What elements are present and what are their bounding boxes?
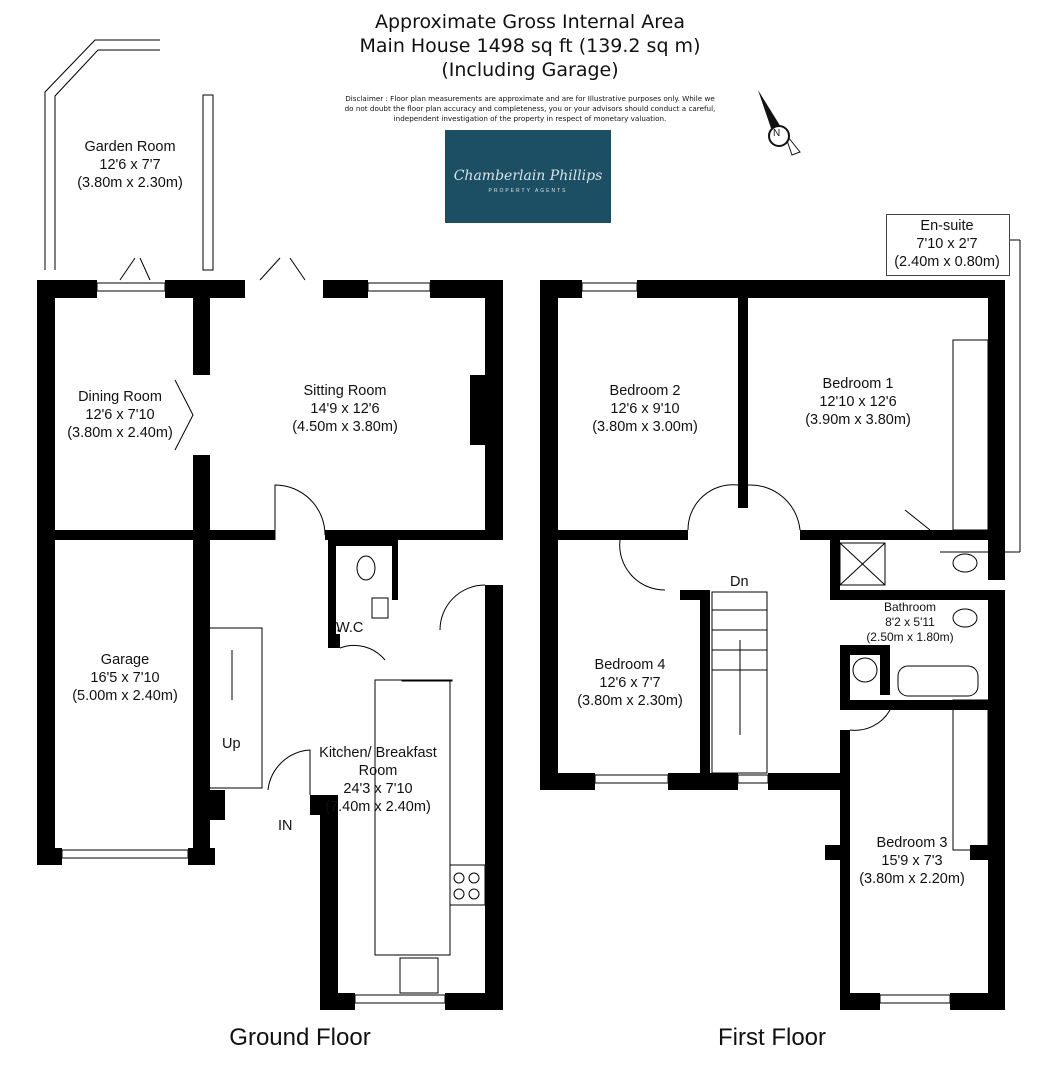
area-title: Approximate Gross Internal Area [375, 11, 685, 33]
logo-name: Chamberlain Phillips [453, 168, 603, 184]
ground-floor-title: Ground Floor [229, 1024, 371, 1051]
room-metric: (3.80m x 2.40m) [67, 425, 173, 441]
room-sitting-room: Sitting Room 14'9 x 12'6 (4.50m x 3.80m) [292, 382, 398, 436]
room-imperial: 12'6 x 9'10 [610, 401, 680, 417]
room-name: Sitting Room [303, 383, 387, 399]
agent-logo: Chamberlain Phillips PROPERTY AGENTS [445, 130, 611, 223]
room-name: Kitchen/ Breakfast Room [319, 745, 437, 779]
entrance-label: IN [278, 818, 293, 834]
room-en-suite: En-suite 7'10 x 2'7 (2.40m x 0.80m) [894, 217, 1000, 271]
room-dining-room: Dining Room 12'6 x 7'10 (3.80m x 2.40m) [67, 388, 173, 442]
logo-tagline: PROPERTY AGENTS [488, 188, 568, 194]
compass-label: N [773, 128, 781, 139]
room-metric: (3.80m x 2.30m) [577, 693, 683, 709]
ground-floor-walls [37, 280, 503, 1010]
room-name: Garage [100, 652, 150, 668]
room-name: Dining Room [78, 389, 162, 405]
room-garden-room: Garden Room 12'6 x 7'7 (3.80m x 2.30m) [77, 138, 183, 192]
room-imperial: 12'6 x 7'7 [99, 157, 161, 173]
room-imperial: 14'9 x 12'6 [310, 401, 380, 417]
room-bedroom-4: Bedroom 4 12'6 x 7'7 (3.80m x 2.30m) [577, 656, 683, 710]
first-floor-fixtures [581, 239, 1021, 1004]
room-imperial: 12'6 x 7'10 [85, 407, 155, 423]
room-name: Bedroom 2 [609, 383, 681, 399]
room-metric: (3.80m x 2.30m) [77, 175, 183, 191]
room-metric: (3.80m x 2.20m) [859, 871, 965, 887]
room-bedroom-2: Bedroom 2 12'6 x 9'10 (3.80m x 3.00m) [592, 382, 698, 436]
room-name: Bedroom 1 [822, 376, 894, 392]
room-imperial: 7'10 x 2'7 [916, 236, 978, 252]
room-metric: (3.80m x 3.00m) [592, 419, 698, 435]
room-name: En-suite [920, 218, 974, 234]
room-kitchen: Kitchen/ Breakfast Room 24'3 x 7'10 (7.4… [308, 744, 448, 816]
area-main-house: Main House 1498 sq ft (139.2 sq m) [359, 35, 701, 57]
room-name: Bedroom 3 [876, 835, 948, 851]
first-floor-title: First Floor [718, 1024, 826, 1051]
stairs-up-label: Up [222, 736, 241, 752]
room-metric: (2.40m x 0.80m) [894, 254, 1000, 270]
compass-icon [758, 90, 801, 156]
room-imperial: 24'3 x 7'10 [343, 781, 413, 797]
room-imperial: 15'9 x 7'3 [881, 853, 943, 869]
room-name: Bathroom [883, 600, 937, 614]
first-floor-walls [540, 280, 1005, 1010]
room-imperial: 12'10 x 12'6 [819, 394, 897, 410]
room-imperial: 8'2 x 5'11 [885, 615, 935, 629]
stairs-down-label: Dn [730, 574, 749, 590]
room-imperial: 16'5 x 7'10 [90, 670, 160, 686]
room-bedroom-1: Bedroom 1 12'10 x 12'6 (3.90m x 3.80m) [805, 375, 911, 429]
disclaimer: Disclaimer : Floor plan measurements are… [344, 94, 716, 123]
room-bathroom: Bathroom 8'2 x 5'11 (2.50m x 1.80m) [866, 600, 953, 645]
room-metric: (2.50m x 1.80m) [866, 630, 954, 644]
room-en-suite-label [886, 214, 1010, 276]
area-note: (Including Garage) [441, 59, 619, 81]
room-metric: (7.40m x 2.40m) [325, 799, 431, 815]
room-metric: (3.90m x 3.80m) [805, 412, 911, 428]
room-imperial: 12'6 x 7'7 [599, 675, 661, 691]
room-metric: (5.00m x 2.40m) [72, 688, 178, 704]
wc-label: W.C [336, 620, 364, 636]
room-name: Bedroom 4 [594, 657, 666, 673]
room-name: Garden Room [84, 139, 176, 155]
room-bedroom-3: Bedroom 3 15'9 x 7'3 (3.80m x 2.20m) [859, 834, 965, 888]
room-metric: (4.50m x 3.80m) [292, 419, 398, 435]
room-garage: Garage 16'5 x 7'10 (5.00m x 2.40m) [72, 651, 178, 705]
ground-floor-fixtures [44, 39, 486, 1004]
